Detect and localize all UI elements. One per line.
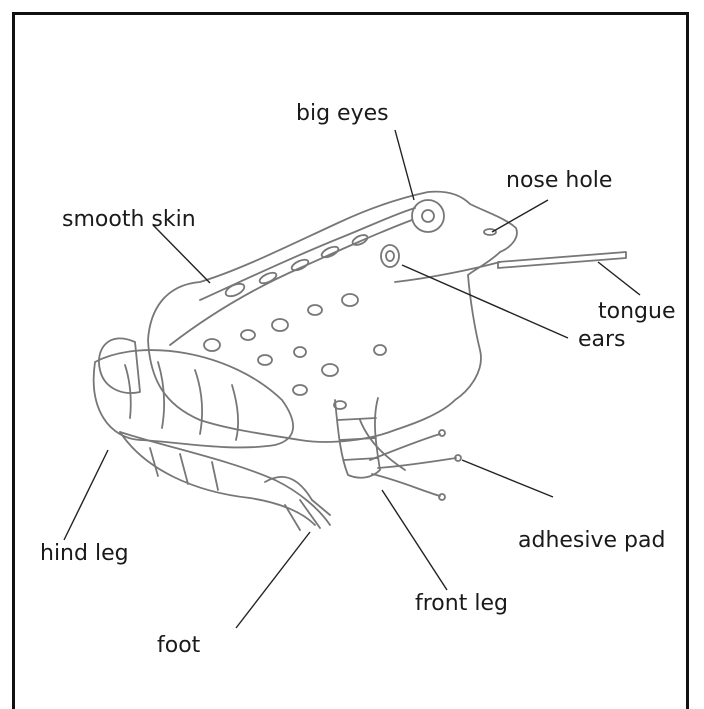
leader-adhesive-pad [462,460,553,497]
leader-tongue [598,262,640,295]
frog-tongue [498,252,626,268]
leader-lines [64,130,640,628]
label-tongue: tongue [598,299,675,324]
leader-foot [236,532,310,628]
frog-eye [412,200,444,232]
label-big-eyes: big eyes [296,101,389,126]
frog-hind-thigh [99,338,140,393]
frog-nostril [484,229,496,235]
label-front-leg: front leg [415,591,508,616]
frog-dorsal-ridge [170,220,412,345]
label-hind-leg: hind leg [40,541,129,566]
leader-smooth-skin [153,225,210,283]
leader-big-eyes [395,130,414,200]
leader-ears [402,265,568,338]
frog-body [148,192,517,442]
leader-hind-leg [64,450,108,540]
frog-lower-leg [120,432,330,525]
frog-front-foot [370,434,456,496]
label-nose-hole: nose hole [506,168,612,193]
frog-ear [381,245,399,267]
label-smooth-skin: smooth skin [62,207,196,232]
leader-nose-hole [492,200,548,232]
label-foot: foot [157,633,201,658]
label-ears: ears [578,327,626,352]
leader-front-leg [382,490,447,590]
label-adhesive-pad: adhesive pad [518,528,665,553]
frog-illustration [94,192,626,530]
